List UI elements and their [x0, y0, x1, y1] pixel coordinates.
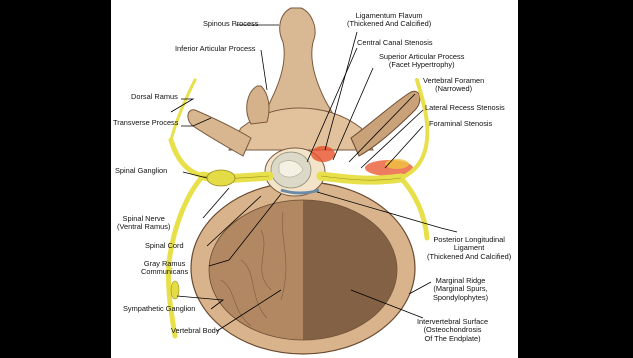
label-gray-ramus-line2: Communicans [141, 268, 188, 276]
label-inferior-articular-process: Inferior Articular Process [175, 45, 256, 53]
label-spinal-ganglion: Spinal Ganglion [115, 167, 167, 175]
label-intervertebral-surface: Intervertebral Surface (Osteochondrosis … [417, 318, 488, 343]
label-pll-line3: (Thickened And Calcified) [427, 253, 511, 261]
label-vertebral-foramen: Vertebral Foramen (Narrowed) [423, 77, 484, 94]
left-transverse-process [188, 110, 251, 156]
label-posterior-longitudinal-ligament: Posterior Longitudinal Ligament (Thicken… [427, 236, 511, 261]
label-spinal-nerve-line2: (Ventral Ramus) [117, 223, 170, 231]
label-lateral-recess-stenosis: Lateral Recess Stenosis [425, 104, 505, 112]
label-dorsal-ramus: Dorsal Ramus [131, 93, 178, 101]
label-central-canal-stenosis: Central Canal Stenosis [357, 39, 433, 47]
label-vertebral-foramen-line2: (Narrowed) [423, 85, 484, 93]
right-transverse-process [351, 91, 420, 156]
label-foraminal-stenosis: Foraminal Stenosis [429, 120, 492, 128]
label-ligamentum-flavum: Ligamentum Flavum (Thickened And Calcifi… [347, 12, 431, 29]
label-spinal-cord: Spinal Cord [145, 242, 184, 250]
label-spinal-nerve: Spinal Nerve (Ventral Ramus) [117, 215, 170, 232]
label-spinous-process: Spinous Process [203, 20, 258, 28]
spinal-ganglion-shape [207, 170, 235, 186]
label-vertebral-body: Vertebral Body [171, 327, 219, 335]
diagram-panel: Spinous Process Inferior Articular Proce… [111, 0, 518, 358]
ligamentum-flavum-highlight [311, 146, 335, 162]
label-gray-ramus: Gray Ramus Communicans [141, 260, 188, 277]
label-marginal-ridge: Marginal Ridge (Marginal Spurs, Spondylo… [433, 277, 488, 302]
label-ligamentum-flavum-line2: (Thickened And Calcified) [347, 20, 431, 28]
label-superior-articular-process: Superior Articular Process (Facet Hypert… [379, 53, 464, 70]
label-marginal-ridge-line3: Spondylophytes) [433, 294, 488, 302]
inferior-articular-shape [247, 86, 269, 124]
label-sympathetic-ganglion: Sympathetic Ganglion [123, 305, 195, 313]
label-superior-articular-line2: (Facet Hypertrophy) [379, 61, 464, 69]
label-transverse-process: Transverse Process [113, 119, 178, 127]
label-intervertebral-line3: Of The Endplate) [417, 335, 488, 343]
